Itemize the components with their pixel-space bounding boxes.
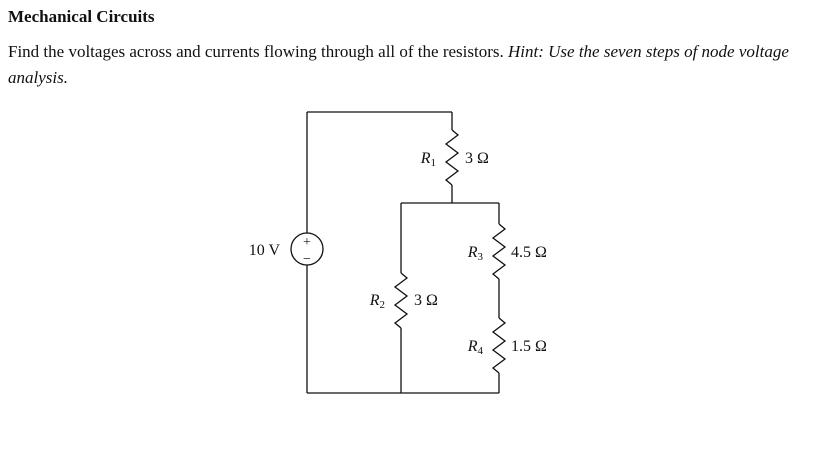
source-plus-sign: + <box>303 235 311 250</box>
resistor-r2-name: R2 <box>369 292 385 311</box>
hint-text: Use the seven steps of node voltage anal… <box>8 42 789 87</box>
resistor-r3: R3 4.5 Ω <box>467 223 547 280</box>
voltage-source-symbol <box>290 232 324 266</box>
resistor-r3-zigzag <box>491 223 507 280</box>
resistor-r2: R2 3 Ω <box>369 272 438 329</box>
voltage-source: + − 10 V <box>249 232 324 267</box>
resistor-r4-value: 1.5 Ω <box>511 338 547 355</box>
resistor-r4-zigzag <box>491 317 507 374</box>
resistor-r4: R4 1.5 Ω <box>467 317 547 374</box>
source-voltage-label: 10 V <box>249 242 281 259</box>
circuit-wires <box>306 111 500 394</box>
hint-label: Hint: <box>507 42 544 61</box>
resistor-r2-zigzag <box>393 272 409 329</box>
resistor-r3-value: 4.5 Ω <box>511 244 547 261</box>
resistor-r1-zigzag <box>444 129 460 186</box>
section-heading: Mechanical Circuits <box>8 7 155 26</box>
resistor-r1: R1 3 Ω <box>420 129 489 186</box>
problem-statement: Find the voltages across and currents fl… <box>8 39 798 91</box>
problem-text: Find the voltages across and currents fl… <box>8 42 504 61</box>
resistor-r3-name: R3 <box>467 244 484 263</box>
source-minus-sign: − <box>303 252 311 267</box>
resistor-r1-name: R1 <box>420 150 436 169</box>
resistor-r4-name: R4 <box>467 338 484 357</box>
resistor-r2-value: 3 Ω <box>414 292 438 309</box>
resistor-r1-value: 3 Ω <box>465 150 489 167</box>
